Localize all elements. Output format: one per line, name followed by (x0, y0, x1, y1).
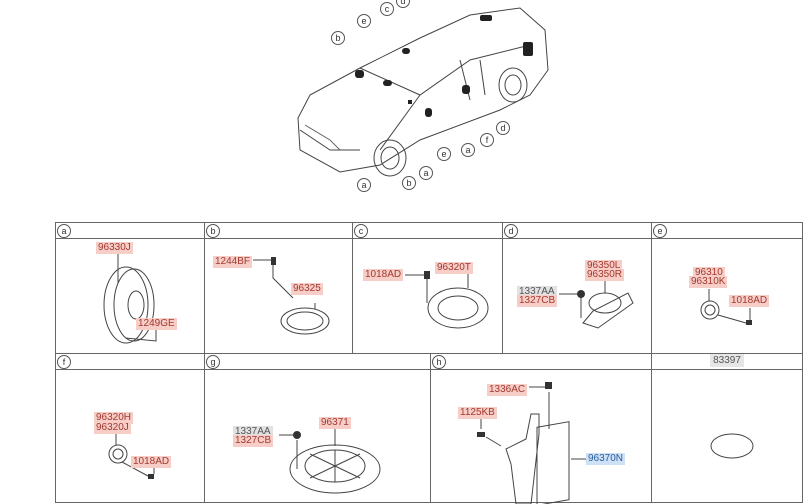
part-label[interactable]: 1125KB (458, 407, 497, 419)
part-label[interactable]: 96325 (291, 283, 323, 295)
cell-e: e 96310 96310K 1018AD (651, 222, 803, 354)
cell-d: d 96350L 96350R 1337AA 1327CB (502, 222, 652, 354)
callout-e: e (357, 14, 371, 28)
callout-a: a (357, 178, 371, 192)
car-overview: c d e b a b a e a f d (0, 0, 810, 200)
part-label[interactable]: 1336AC (487, 384, 528, 396)
subwoofer-icon (279, 429, 381, 494)
part-label[interactable]: 1244BF (213, 256, 253, 268)
cell-letter: e (653, 224, 667, 238)
tweeter-bracket-icon (559, 273, 634, 329)
cell-letter: d (504, 224, 518, 238)
part-label[interactable]: 96320H (94, 412, 134, 424)
tweeter-icon (253, 257, 330, 335)
part-label[interactable]: 96371 (319, 417, 351, 429)
cell-letter: f (57, 355, 71, 369)
speaker-icon (108, 434, 155, 479)
part-label[interactable]: 1018AD (131, 456, 172, 468)
callout-f: f (480, 133, 494, 147)
cell-g: g 1337AA 1327CB 96371 (204, 353, 431, 503)
callout-a: a (461, 143, 475, 157)
part-label-highlighted[interactable]: 96370N (586, 453, 626, 465)
part-label[interactable]: 96330J (96, 242, 133, 254)
cell-letter: c (354, 224, 368, 238)
callout-b: b (402, 176, 416, 190)
callout-e: e (437, 147, 451, 161)
part-label[interactable]: 1018AD (363, 269, 404, 281)
cell-c: c 1018AD 96320T (352, 222, 503, 354)
cell-h: h 1336AC 1125KB 96370N (430, 353, 652, 504)
grommet-icon (710, 433, 754, 459)
callout-c: c (380, 2, 394, 16)
callout-d: d (496, 121, 510, 135)
cell-a: a 96330J 1249GE (55, 222, 205, 354)
cell-letter: h (432, 355, 446, 369)
callout-a: a (419, 166, 433, 180)
part-label[interactable]: 96320T (435, 262, 473, 274)
part-label[interactable]: 1249GE (136, 318, 177, 330)
cell-letter: b (206, 224, 220, 238)
callout-b: b (331, 31, 345, 45)
part-label[interactable]: 83397 (710, 354, 744, 367)
speaker-icon (103, 253, 157, 344)
part-label[interactable]: 1327CB (233, 435, 274, 447)
cell-f: f 96320H 96320J 1018AD (55, 353, 205, 503)
cell-letter: g (206, 355, 220, 369)
part-label[interactable]: 96320J (94, 422, 131, 434)
part-label[interactable]: 96310K (689, 276, 728, 288)
cell-letter: a (57, 224, 71, 238)
speaker-icon (405, 271, 489, 329)
part-label[interactable]: 96350R (585, 269, 625, 281)
speaker-icon (700, 289, 752, 325)
cell-83397: 83397 (651, 353, 803, 503)
part-label[interactable]: 1327CB (517, 295, 558, 307)
cell-b: b 1244BF 96325 (204, 222, 353, 354)
car-illustration (297, 7, 549, 177)
part-label[interactable]: 1018AD (729, 295, 770, 307)
